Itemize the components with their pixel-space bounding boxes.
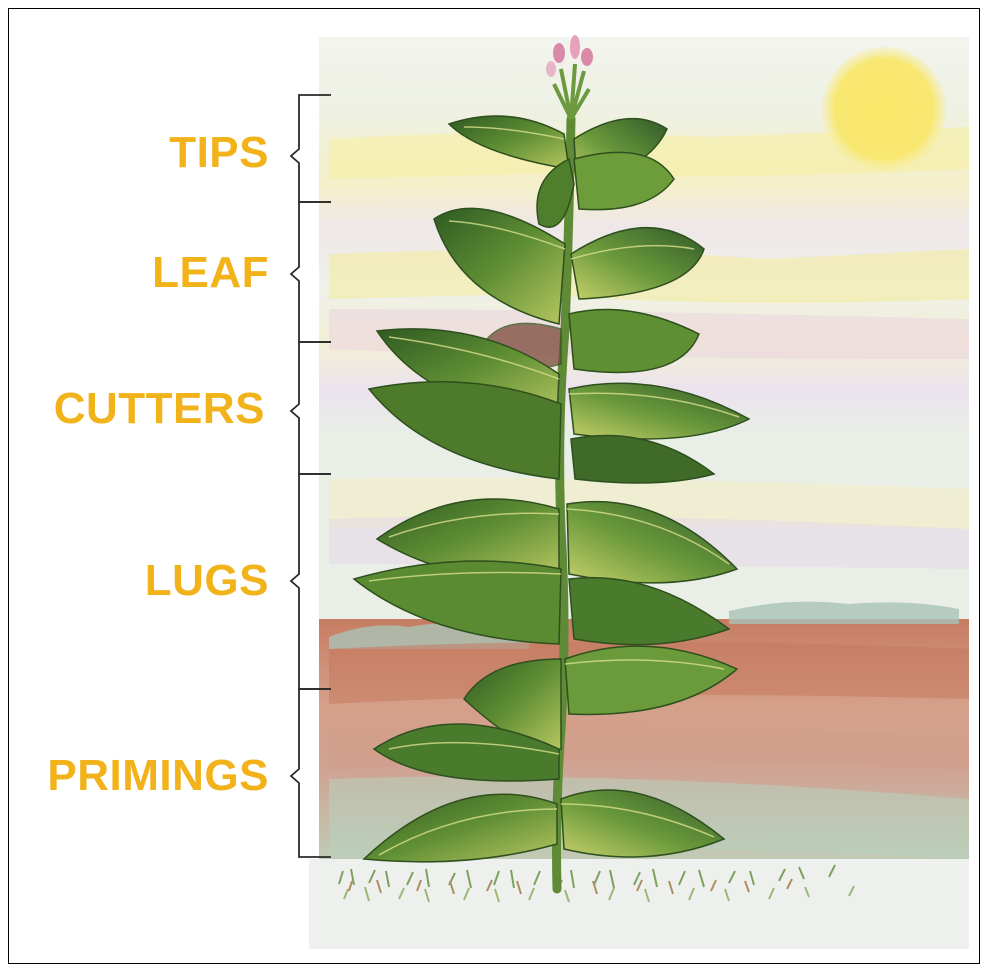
label-tips: TIPS <box>169 131 269 175</box>
label-lugs: LUGS <box>145 559 269 603</box>
tobacco-plant-illustration <box>9 9 981 965</box>
label-primings: PRIMINGS <box>47 754 269 798</box>
sun-shape <box>822 47 946 171</box>
diagram-frame: TIPS LEAF CUTTERS LUGS PRIMINGS <box>8 8 980 964</box>
label-cutters: CUTTERS <box>54 387 265 431</box>
label-leaf: LEAF <box>152 251 269 295</box>
